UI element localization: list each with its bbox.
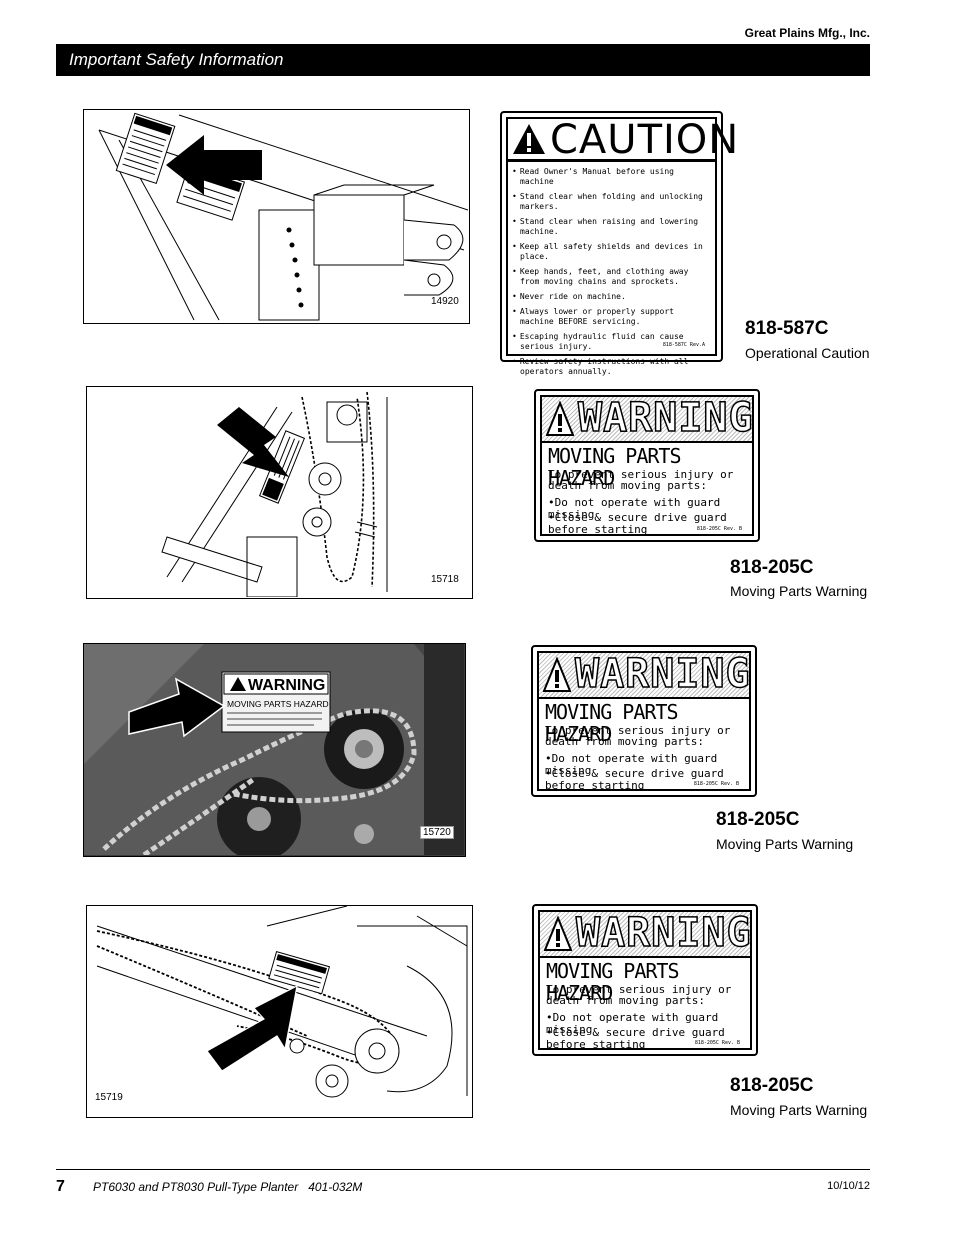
signal-word: WARNING: [577, 397, 752, 441]
section-title: Important Safety Information: [69, 50, 284, 69]
caution-decal: CAUTION Read Owner's Manual before using…: [500, 111, 738, 376]
caution-item: Keep hands, feet, and clothing away from…: [512, 267, 711, 287]
hitch-illustration: [98, 112, 468, 321]
arrow-icon: [128, 677, 226, 738]
hazard-title: MOVING PARTS HAZARD: [548, 444, 682, 490]
drive-chain-illustration: [96, 906, 468, 1098]
footer-divider: [56, 1169, 870, 1170]
hazard-instruction: •Close & secure drive guard before start…: [545, 767, 724, 792]
decal-code: 818-205C Rev. B: [693, 781, 739, 787]
caution-item: Stand clear when raising and lowering ma…: [512, 217, 711, 237]
document-date: 10/10/12: [827, 1180, 870, 1192]
warning-decal-3: WARNING MOVING PARTS HAZARD To prevent s…: [532, 904, 758, 1056]
section-title-bar: Important Safety Information: [56, 44, 870, 76]
marker-chain-illustration: [161, 391, 388, 597]
part-description: Moving Parts Warning: [716, 836, 854, 852]
caution-item: Stand clear when folding and unlocking m…: [512, 192, 711, 212]
figure-photo-4: 15719: [86, 905, 473, 1118]
part-description: Moving Parts Warning: [730, 1102, 868, 1118]
sprocket-photo: WARNING MOVING PARTS HAZARD: [84, 644, 464, 855]
hazard-instruction: •Close & secure drive guard before start…: [548, 511, 727, 536]
figure-number: 15719: [93, 1092, 125, 1103]
caution-item: Review safety instructions with all oper…: [512, 357, 711, 377]
alert-triangle-icon: [513, 124, 545, 154]
figure-number: 15720: [420, 826, 454, 839]
caution-item: Read Owner's Manual before using machine: [512, 167, 711, 187]
document-title: PT6030 and PT8030 Pull-Type Planter 401-…: [93, 1180, 363, 1194]
caution-item: Escaping hydraulic fluid can cause serio…: [512, 332, 711, 352]
hazard-instruction: •Do not operate with guard missing: [545, 752, 718, 777]
decal-signal-text: WARNING: [248, 677, 325, 694]
alert-triangle-icon: [544, 916, 572, 951]
decal-code: 818-205C Rev. B: [694, 1040, 740, 1046]
decal-code: 818-587C Rev.A: [662, 342, 705, 348]
decal-code: 818-205C Rev. B: [696, 526, 742, 532]
warning-decal-2: WARNING MOVING PARTS HAZARD To prevent s…: [531, 645, 757, 797]
page-number: 7: [56, 1178, 65, 1195]
hazard-title: MOVING PARTS HAZARD: [546, 959, 680, 1005]
figure-photo-2: 15718: [86, 386, 473, 599]
hazard-prevent: To prevent serious injury or death from …: [545, 724, 731, 748]
figure-number: 15718: [429, 574, 461, 585]
part-number: 818-205C: [730, 557, 814, 578]
arrow-icon: [217, 407, 289, 477]
caution-item: Keep all safety shields and devices in p…: [512, 242, 711, 262]
signal-word: CAUTION: [550, 117, 740, 163]
hazard-title: MOVING PARTS HAZARD: [545, 700, 679, 746]
figure-photo-3: WARNING MOVING PARTS HAZARD 15720: [83, 643, 466, 857]
arrow-icon: [166, 135, 262, 195]
part-number: 818-205C: [730, 1075, 814, 1096]
figure-photo-1: 14920: [83, 109, 470, 324]
hazard-instruction: •Do not operate with guard missing: [546, 1011, 719, 1036]
hazard-prevent: To prevent serious injury or death from …: [548, 468, 734, 492]
part-description: Operational Caution: [745, 345, 870, 361]
figure-number: 14920: [429, 296, 461, 307]
caution-item: Never ride on machine.: [512, 292, 711, 302]
signal-word: WARNING: [574, 653, 749, 697]
part-description: Moving Parts Warning: [730, 583, 868, 599]
arrow-icon: [206, 984, 298, 1072]
decal-hazard-text: MOVING PARTS HAZARD: [227, 699, 329, 709]
hazard-instruction: •Do not operate with guard missing: [548, 496, 721, 521]
hazard-prevent: To prevent serious injury or death from …: [546, 983, 732, 1007]
caution-items: Read Owner's Manual before using machine…: [512, 167, 711, 382]
part-number: 818-205C: [716, 809, 800, 830]
warning-decal-1: WARNING MOVING PARTS HAZARD To prevent s…: [534, 389, 760, 542]
company-name: Great Plains Mfg., Inc.: [744, 26, 870, 40]
part-number: 818-587C: [745, 318, 829, 339]
alert-triangle-icon: [543, 657, 571, 692]
signal-word: WARNING: [575, 912, 750, 956]
hazard-instruction: •Close & secure drive guard before start…: [546, 1026, 725, 1051]
alert-triangle-icon: [546, 401, 574, 436]
caution-item: Always lower or properly support machine…: [512, 307, 711, 327]
